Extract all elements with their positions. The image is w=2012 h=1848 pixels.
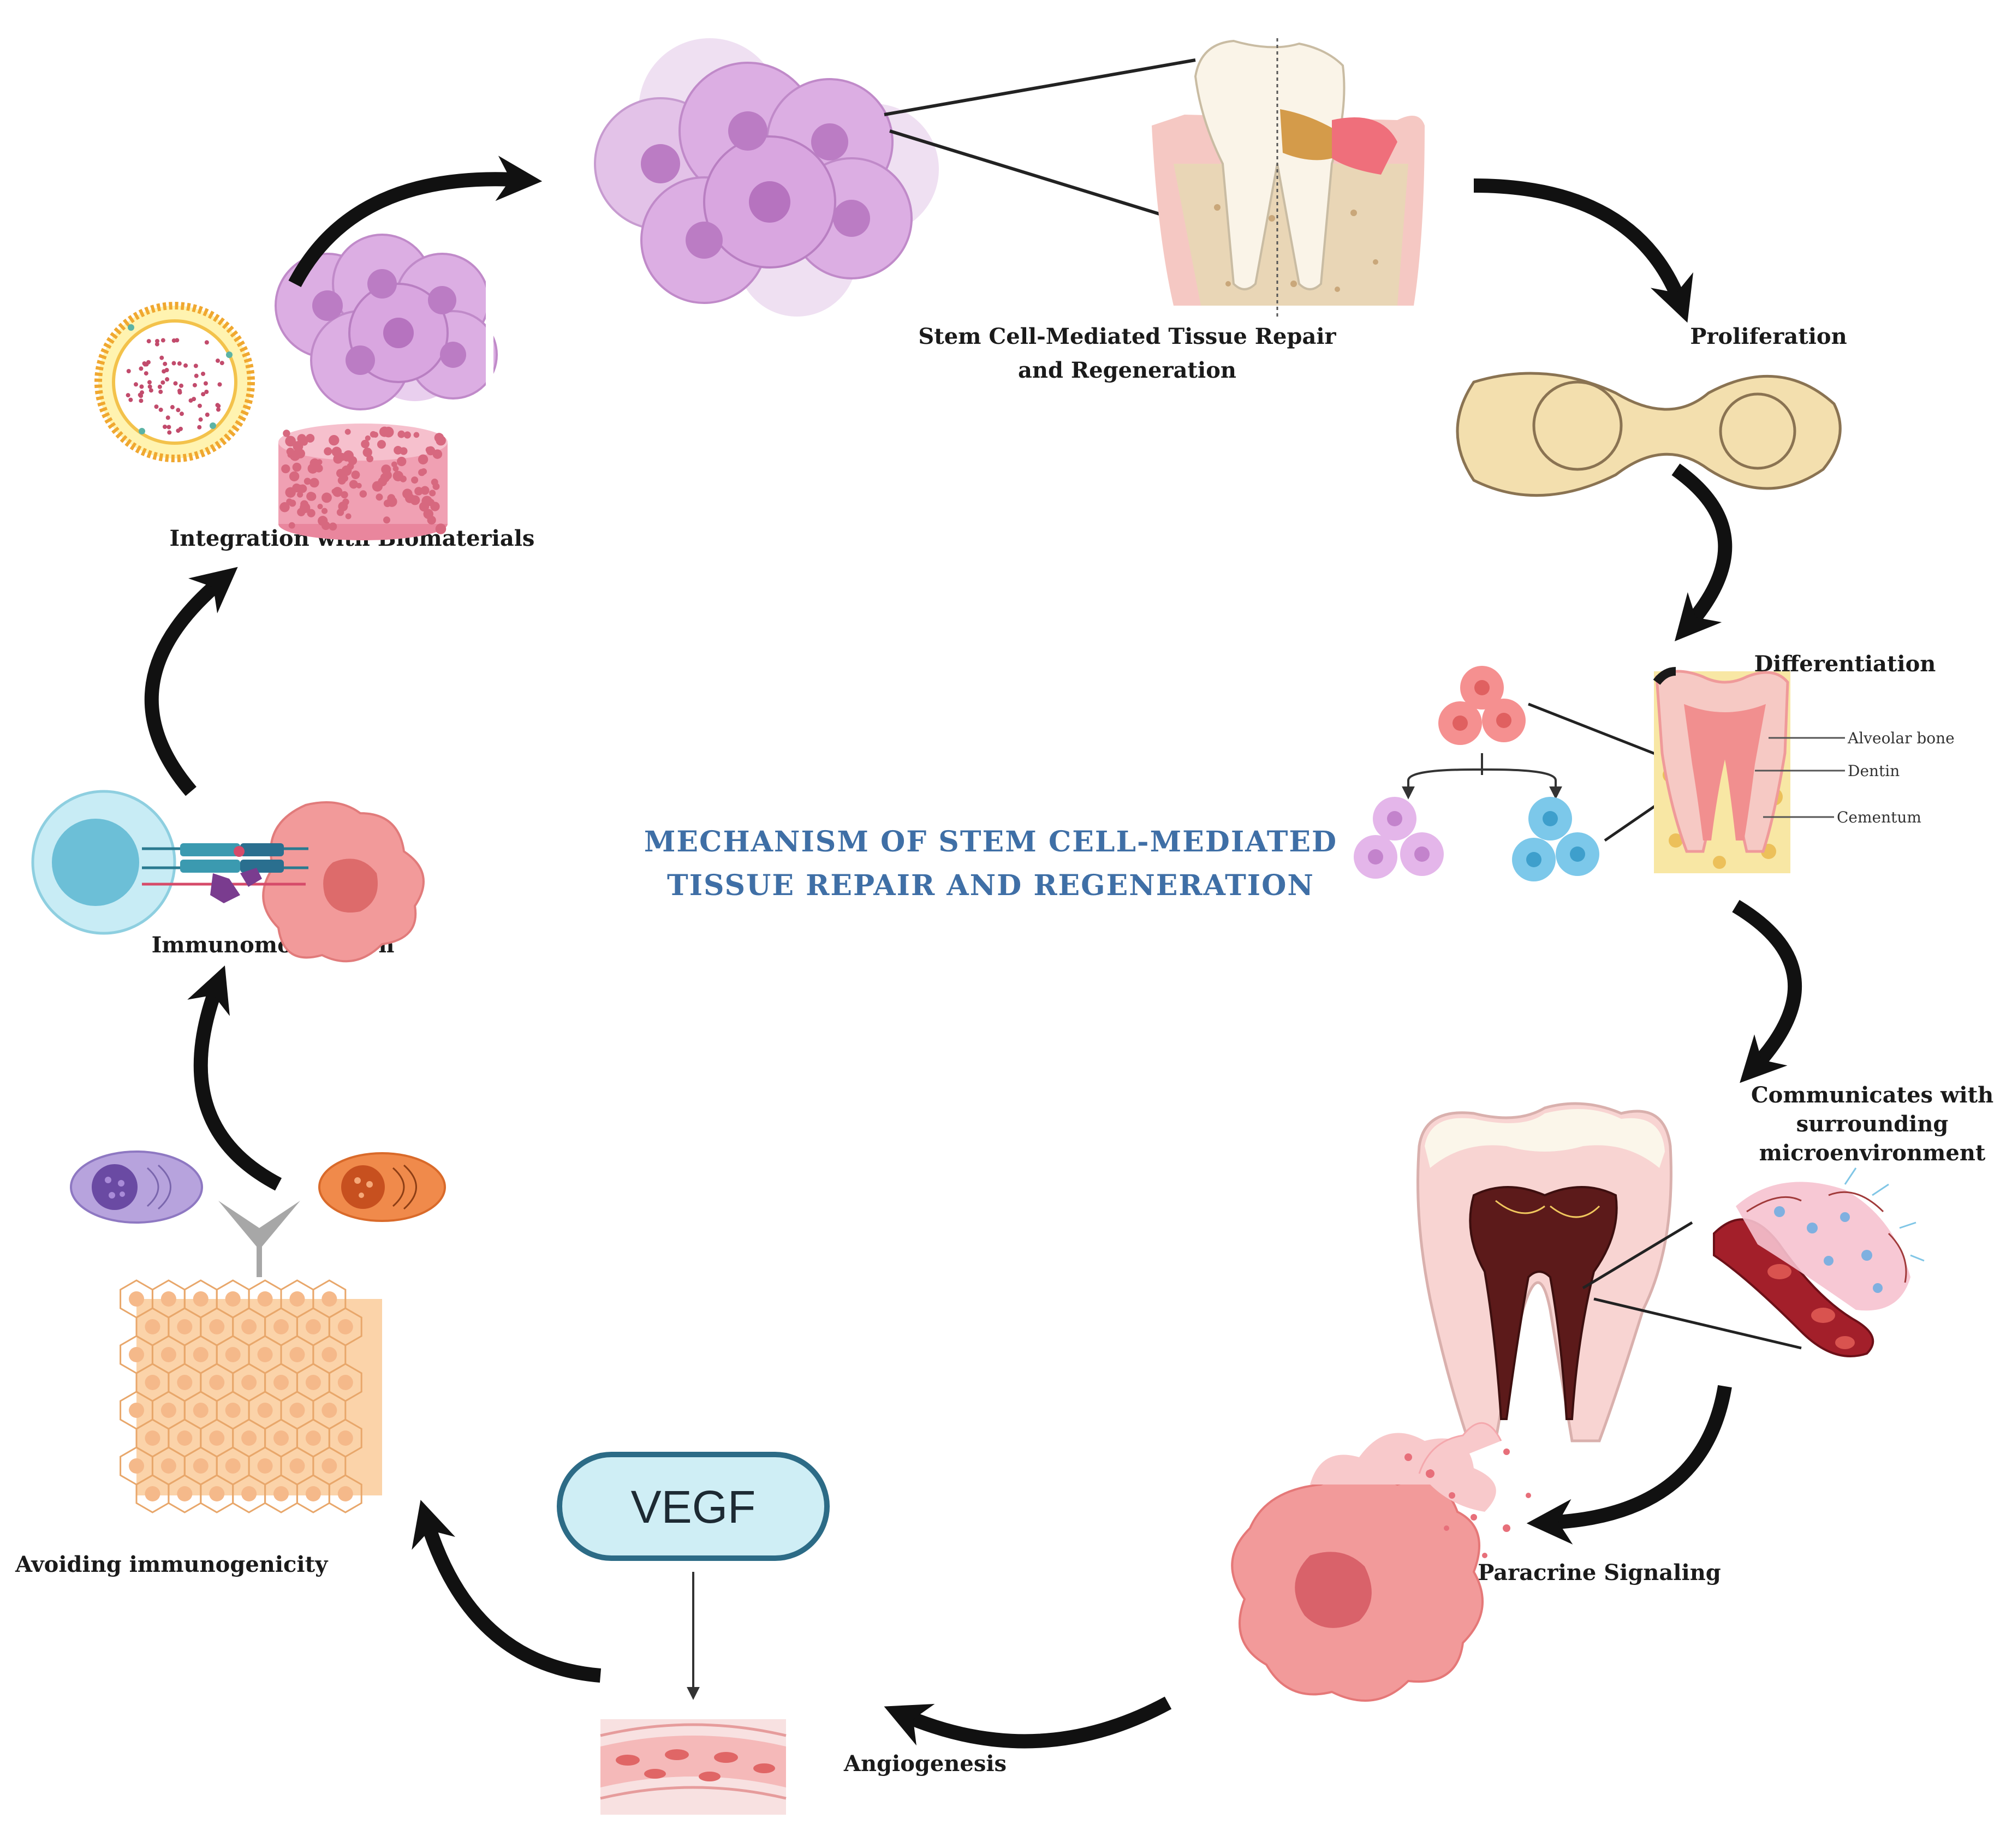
diagram-title-line2: TISSUE REPAIR AND REGENERATION	[667, 869, 1314, 902]
diagram-title-line1: MECHANISM OF STEM CELL-MEDIATED	[644, 825, 1337, 859]
arrow-to-integration	[144, 567, 238, 796]
avoiding-label: Avoiding immunogenicity	[15, 1552, 329, 1577]
vegf-label: VEGF	[631, 1481, 756, 1533]
differentiating-cells-icon	[1354, 666, 1599, 881]
dividing-cell-icon	[1456, 372, 1842, 497]
scaffold-icon	[278, 424, 448, 540]
tooth-root-section-icon	[1653, 667, 1790, 873]
arrow-to-immunomodulation	[187, 965, 282, 1191]
arrow-to-differentiation	[1671, 463, 1733, 641]
arrow-to-proliferation	[1473, 178, 1693, 323]
arrow-to-avoiding	[412, 1500, 602, 1683]
vegf-badge: VEGF	[557, 1452, 830, 1561]
communicates-label-line3: microenvironment	[1759, 1140, 1986, 1166]
stem-cell-label-line1: Stem Cell-Mediated Tissue Repair	[918, 324, 1336, 349]
paracrine-label: Paracrine Signaling	[1478, 1560, 1721, 1585]
stem-cell-cluster-icon	[594, 38, 939, 317]
arrow-to-communicates	[1732, 899, 1802, 1083]
arrow-to-paracrine	[1526, 1385, 1732, 1545]
communicates-label-line2: surrounding	[1796, 1111, 1949, 1137]
dentin-label: Dentin	[1848, 762, 1900, 780]
immune-synapse-icon	[31, 790, 425, 963]
alveolar-bone-label: Alveolar bone	[1847, 729, 1955, 747]
angiogenesis-label: Angiogenesis	[843, 1751, 1007, 1777]
immune-cells-pair-icon	[70, 1150, 446, 1277]
liposome-icon	[94, 302, 255, 462]
molar-root-icon	[1416, 1102, 1672, 1442]
arrow-to-stem-cell	[288, 156, 543, 288]
cementum-label: Cementum	[1837, 808, 1921, 826]
vessel-tissue-icon	[600, 1719, 787, 1815]
arrow-to-angiogenesis	[884, 1696, 1172, 1749]
blood-vessel-icon	[1713, 1167, 1925, 1357]
tooth-cross-section-icon	[1152, 38, 1425, 317]
hexagonal-tissue-icon	[120, 1279, 382, 1513]
stem-cell-label-line2: and Regeneration	[1018, 357, 1236, 383]
communicates-label-line1: Communicates with	[1751, 1082, 1993, 1108]
paracrine-cell-icon	[1231, 1422, 1531, 1702]
proliferation-label: Proliferation	[1690, 324, 1847, 349]
